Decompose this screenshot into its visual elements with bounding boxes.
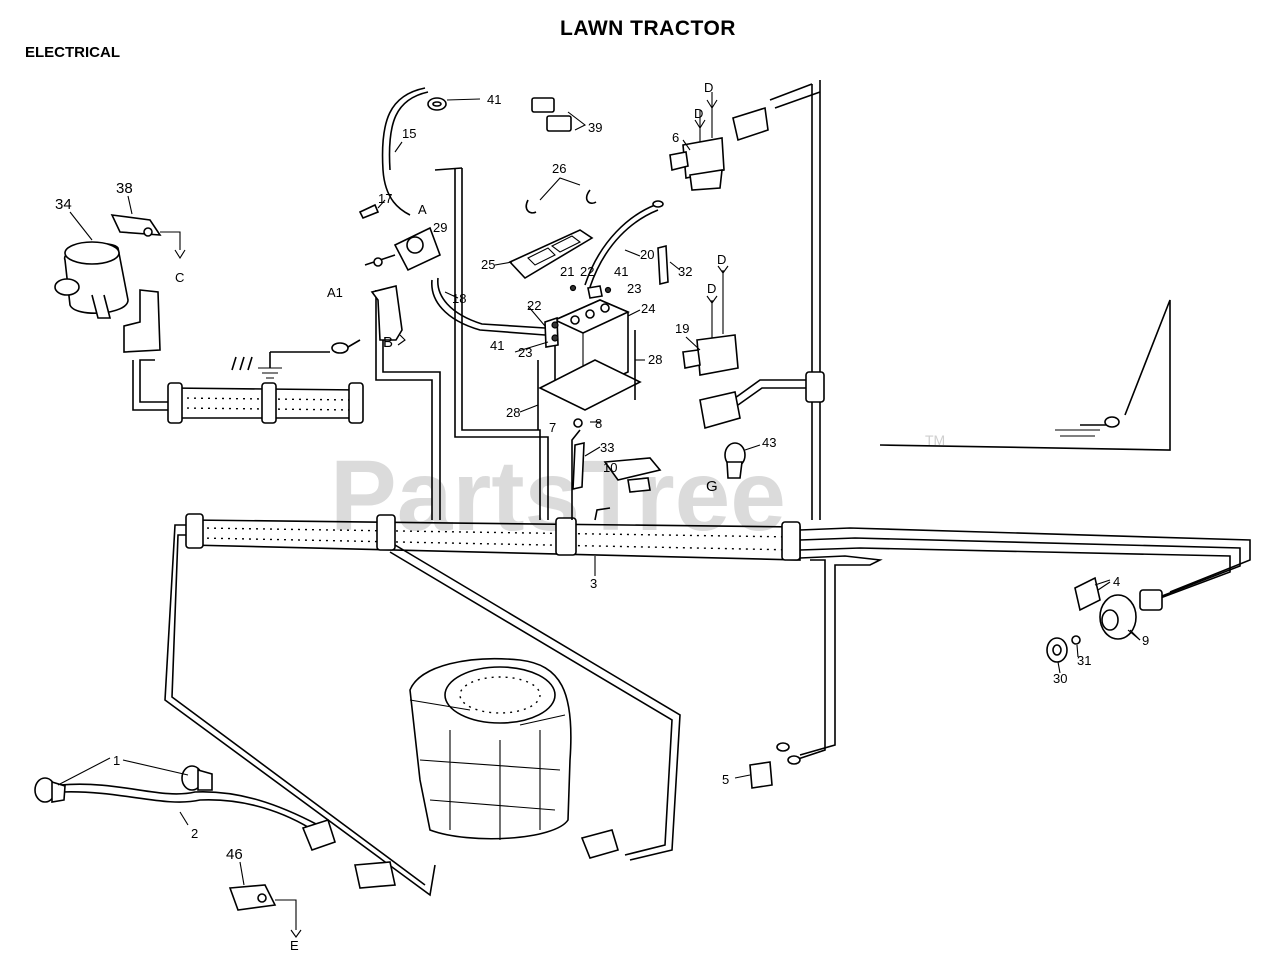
callout-46: 46 bbox=[226, 846, 243, 863]
switch-43 bbox=[724, 442, 746, 479]
callout-5: 5 bbox=[722, 772, 729, 787]
callout-38: 38 bbox=[116, 180, 133, 197]
connector-B: B bbox=[383, 334, 393, 351]
callout-32: 32 bbox=[678, 264, 692, 279]
switch-5 bbox=[749, 742, 801, 789]
callout-leaders bbox=[69, 139, 1141, 886]
callout-30: 30 bbox=[1053, 671, 1067, 686]
vertical-wires bbox=[375, 80, 825, 521]
connector-E: E bbox=[290, 938, 299, 953]
callout-18: 18 bbox=[452, 291, 466, 306]
callout-34: 34 bbox=[55, 196, 72, 213]
callout-22b: 22 bbox=[527, 298, 541, 313]
cable-15 bbox=[381, 87, 481, 216]
bolt-17 bbox=[358, 199, 386, 220]
callout-15: 15 bbox=[402, 126, 416, 141]
ignition-coil-34 bbox=[54, 241, 161, 353]
callout-7: 7 bbox=[549, 420, 556, 435]
ground-right bbox=[879, 299, 1171, 451]
callout-24: 24 bbox=[641, 301, 655, 316]
misc-parts bbox=[572, 244, 681, 493]
callout-43: 43 bbox=[762, 435, 776, 450]
solenoid-29 bbox=[364, 226, 442, 346]
callout-1: 1 bbox=[113, 753, 120, 768]
bracket-46 bbox=[228, 884, 302, 938]
callout-23b: 23 bbox=[518, 345, 532, 360]
battery-24 bbox=[537, 284, 642, 430]
callout-31: 31 bbox=[1077, 653, 1091, 668]
callout-2: 2 bbox=[191, 826, 198, 841]
callout-41b: 41 bbox=[614, 264, 628, 279]
bracket-38 bbox=[110, 214, 186, 260]
section-label: ELECTRICAL bbox=[25, 44, 120, 61]
callout-41a: 41 bbox=[487, 92, 501, 107]
connector-D3: D bbox=[717, 252, 726, 267]
callout-9: 9 bbox=[1142, 633, 1149, 648]
ignition-switch-9 bbox=[1046, 576, 1163, 663]
callout-28b: 28 bbox=[648, 352, 662, 367]
switch-6 bbox=[669, 92, 769, 191]
callout-23a: 23 bbox=[627, 281, 641, 296]
callout-17: 17 bbox=[378, 191, 392, 206]
callout-28a: 28 bbox=[506, 405, 520, 420]
coil-harness bbox=[132, 339, 364, 424]
battery-cover-25 bbox=[508, 177, 597, 280]
switch-19 bbox=[682, 265, 741, 430]
cable-18 bbox=[431, 277, 546, 336]
callout-26: 26 bbox=[552, 161, 566, 176]
watermark-tm: TM bbox=[925, 432, 945, 448]
engine bbox=[409, 657, 572, 840]
diagram-title: LAWN TRACTOR bbox=[560, 17, 736, 40]
callout-39: 39 bbox=[588, 120, 602, 135]
connector-D1: D bbox=[704, 80, 713, 95]
callout-25: 25 bbox=[481, 257, 495, 272]
connector-C: C bbox=[175, 270, 184, 285]
callout-19: 19 bbox=[675, 321, 689, 336]
callout-8: 8 bbox=[595, 416, 602, 431]
lower-wires bbox=[164, 524, 681, 897]
connector-A1: A1 bbox=[327, 285, 343, 300]
connector-A: A bbox=[418, 202, 427, 217]
main-harness bbox=[185, 513, 1251, 761]
headlights-1-2 bbox=[34, 757, 336, 852]
callout-10: 10 bbox=[603, 460, 617, 475]
connector-G: G bbox=[706, 478, 718, 495]
loop-connectors bbox=[354, 829, 619, 889]
callout-22a: 22 bbox=[580, 264, 594, 279]
cable-20 bbox=[584, 200, 664, 288]
callout-3: 3 bbox=[590, 576, 597, 591]
callout-4: 4 bbox=[1113, 574, 1120, 589]
fuses-39 bbox=[531, 97, 587, 132]
callout-41c: 41 bbox=[490, 338, 504, 353]
connector-D2: D bbox=[694, 106, 703, 121]
callout-6: 6 bbox=[672, 130, 679, 145]
callout-20: 20 bbox=[640, 247, 654, 262]
callout-29: 29 bbox=[433, 220, 447, 235]
callout-21: 21 bbox=[560, 264, 574, 279]
connector-D4: D bbox=[707, 281, 716, 296]
callout-33: 33 bbox=[600, 440, 614, 455]
